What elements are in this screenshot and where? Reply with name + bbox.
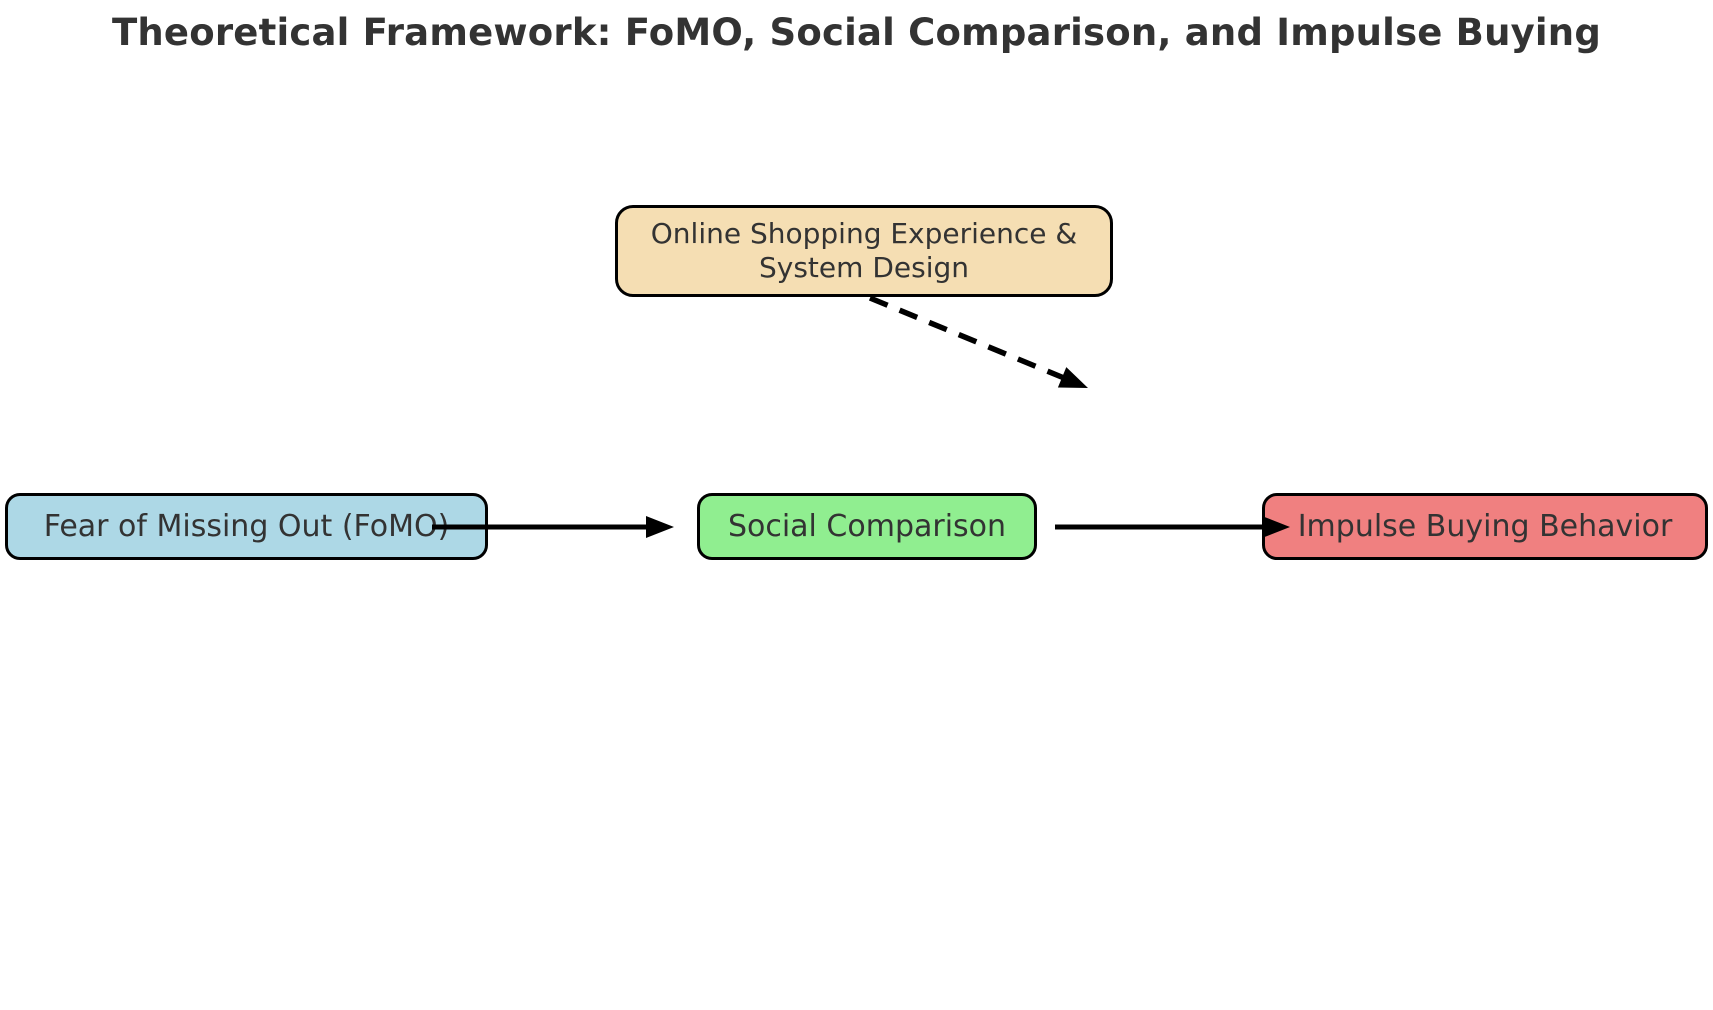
node-label: Fear of Missing Out (FoMO)	[43, 509, 450, 544]
node-impulse-buying: Impulse Buying Behavior	[1262, 493, 1708, 560]
node-label: Impulse Buying Behavior	[1297, 509, 1673, 544]
arrowhead-icon	[646, 516, 674, 538]
diagram-title: Theoretical Framework: FoMO, Social Comp…	[111, 11, 1602, 54]
arrow-moderator-dashed	[868, 295, 1088, 388]
node-online-shopping-experience: Online Shopping Experience & System Desi…	[615, 205, 1113, 297]
node-label-line1: Online Shopping Experience &	[650, 217, 1078, 250]
node-label: Social Comparison	[727, 509, 1007, 544]
node-label-line2: System Design	[759, 251, 969, 284]
node-fomo: Fear of Missing Out (FoMO)	[5, 493, 488, 560]
arrow-social-to-impulse	[1055, 516, 1290, 538]
node-social-comparison: Social Comparison	[697, 493, 1037, 560]
arrowhead-icon	[1057, 367, 1088, 388]
